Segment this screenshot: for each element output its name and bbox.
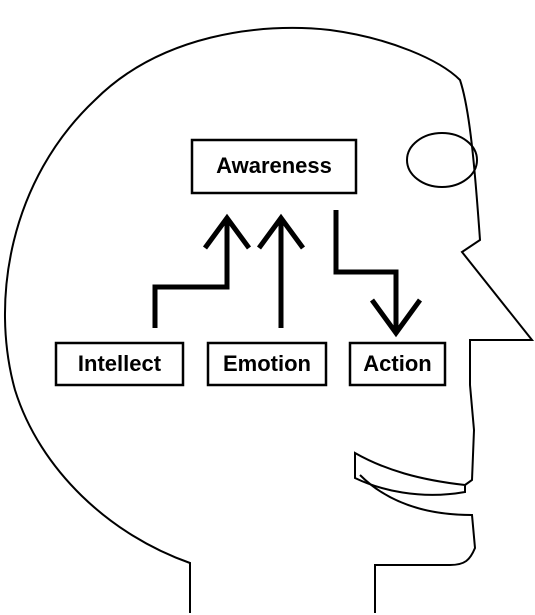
- intellect-label: Intellect: [78, 351, 162, 376]
- awareness-box: [190, 138, 358, 195]
- chin-outline: [359, 474, 477, 613]
- intellect-arrowhead-icon: [202, 213, 252, 250]
- mouth-shape: [354, 451, 466, 496]
- intellect-box: [54, 341, 185, 387]
- eye-icon: [406, 132, 478, 188]
- head-outline: [3, 26, 535, 613]
- action-box: [348, 341, 447, 387]
- action-label: Action: [363, 351, 431, 376]
- emotion-arrowhead-icon: [256, 213, 306, 250]
- awareness-label: Awareness: [216, 153, 332, 178]
- awareness-to-action-arrow: [333, 210, 399, 333]
- action-arrowhead-icon: [369, 298, 423, 338]
- emotion-label: Emotion: [223, 351, 311, 376]
- emotion-box: [206, 341, 328, 387]
- intellect-to-awareness-arrow: [152, 218, 230, 328]
